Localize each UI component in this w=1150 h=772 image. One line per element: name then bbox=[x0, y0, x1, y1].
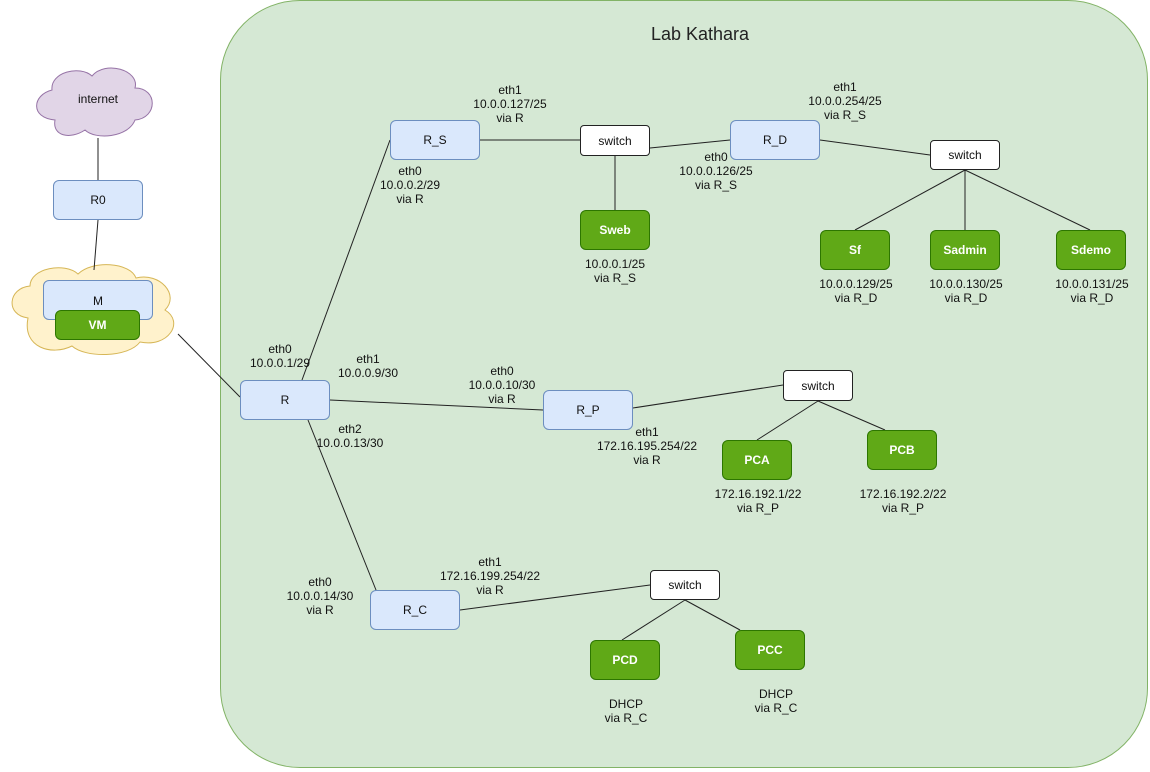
label-rs-eth0: eth0 10.0.0.2/29 via R bbox=[379, 164, 441, 206]
router-rc[interactable]: R_C bbox=[370, 590, 460, 630]
switch-s[interactable]: switch bbox=[580, 125, 650, 156]
label-r-eth2: eth2 10.0.0.13/30 bbox=[316, 422, 384, 450]
label-rp-eth1: eth1 172.16.195.254/22 via R bbox=[596, 425, 698, 467]
link-m-r bbox=[177, 333, 241, 398]
host-m-label: M bbox=[93, 294, 103, 308]
switch-d[interactable]: switch bbox=[930, 140, 1000, 170]
link-switch-pcc bbox=[684, 599, 741, 631]
lab-area bbox=[220, 0, 1148, 768]
label-r-eth0: eth0 10.0.0.1/29 bbox=[249, 342, 311, 370]
internet-label: internet bbox=[77, 92, 119, 106]
host-sdemo[interactable]: Sdemo bbox=[1056, 230, 1126, 270]
link-r-rc bbox=[307, 419, 381, 601]
router-r[interactable]: R bbox=[240, 380, 330, 420]
label-r-eth1: eth1 10.0.0.9/30 bbox=[337, 352, 399, 380]
host-sf[interactable]: Sf bbox=[820, 230, 890, 270]
link-switch-pcd bbox=[621, 599, 686, 641]
link-r0-m bbox=[93, 219, 99, 271]
label-rs-eth1: eth1 10.0.0.127/25 via R bbox=[473, 83, 547, 125]
link-r-rp bbox=[329, 399, 544, 411]
router-r0[interactable]: R0 bbox=[53, 180, 143, 220]
internet-cloud bbox=[36, 67, 153, 137]
label-pcc: DHCP via R_C bbox=[754, 687, 798, 715]
label-rd-eth1: eth1 10.0.0.254/25 via R_S bbox=[808, 80, 882, 122]
label-rc-eth1: eth1 172.16.199.254/22 via R bbox=[439, 555, 541, 597]
host-sadmin[interactable]: Sadmin bbox=[930, 230, 1000, 270]
label-rp-eth0: eth0 10.0.0.10/30 via R bbox=[468, 364, 536, 406]
link-switch-rd bbox=[649, 139, 731, 149]
host-pca[interactable]: PCA bbox=[722, 440, 792, 480]
vm-box[interactable]: VM bbox=[55, 310, 140, 340]
host-pcb[interactable]: PCB bbox=[867, 430, 937, 470]
label-pcd: DHCP via R_C bbox=[604, 697, 648, 725]
router-rp[interactable]: R_P bbox=[543, 390, 633, 430]
label-sf: 10.0.0.129/25 via R_D bbox=[819, 277, 893, 305]
router-rs[interactable]: R_S bbox=[390, 120, 480, 160]
host-pcd[interactable]: PCD bbox=[590, 640, 660, 680]
host-pcc[interactable]: PCC bbox=[735, 630, 805, 670]
switch-c[interactable]: switch bbox=[650, 570, 720, 600]
link-rd-switch bbox=[819, 139, 931, 156]
switch-p[interactable]: switch bbox=[783, 370, 853, 401]
label-sadmin: 10.0.0.130/25 via R_D bbox=[929, 277, 1003, 305]
link-rc-switch bbox=[459, 584, 651, 611]
label-pca: 172.16.192.1/22 via R_P bbox=[714, 487, 802, 515]
label-rc-eth0: eth0 10.0.0.14/30 via R bbox=[286, 575, 354, 617]
host-sweb[interactable]: Sweb bbox=[580, 210, 650, 250]
router-rd[interactable]: R_D bbox=[730, 120, 820, 160]
label-sdemo: 10.0.0.131/25 via R_D bbox=[1055, 277, 1129, 305]
link-r-rs bbox=[301, 139, 391, 381]
label-pcb: 172.16.192.2/22 via R_P bbox=[859, 487, 947, 515]
link-rp-switch bbox=[632, 384, 784, 409]
link-switch-pcb bbox=[817, 400, 886, 431]
link-switch-sdemo bbox=[964, 169, 1091, 231]
label-sweb: 10.0.0.1/25 via R_S bbox=[584, 257, 646, 285]
label-rd-eth0: eth0 10.0.0.126/25 via R_S bbox=[679, 150, 753, 192]
link-switch-sf bbox=[854, 169, 966, 231]
lab-title: Lab Kathara bbox=[650, 24, 750, 44]
link-switch-pca bbox=[756, 400, 819, 441]
